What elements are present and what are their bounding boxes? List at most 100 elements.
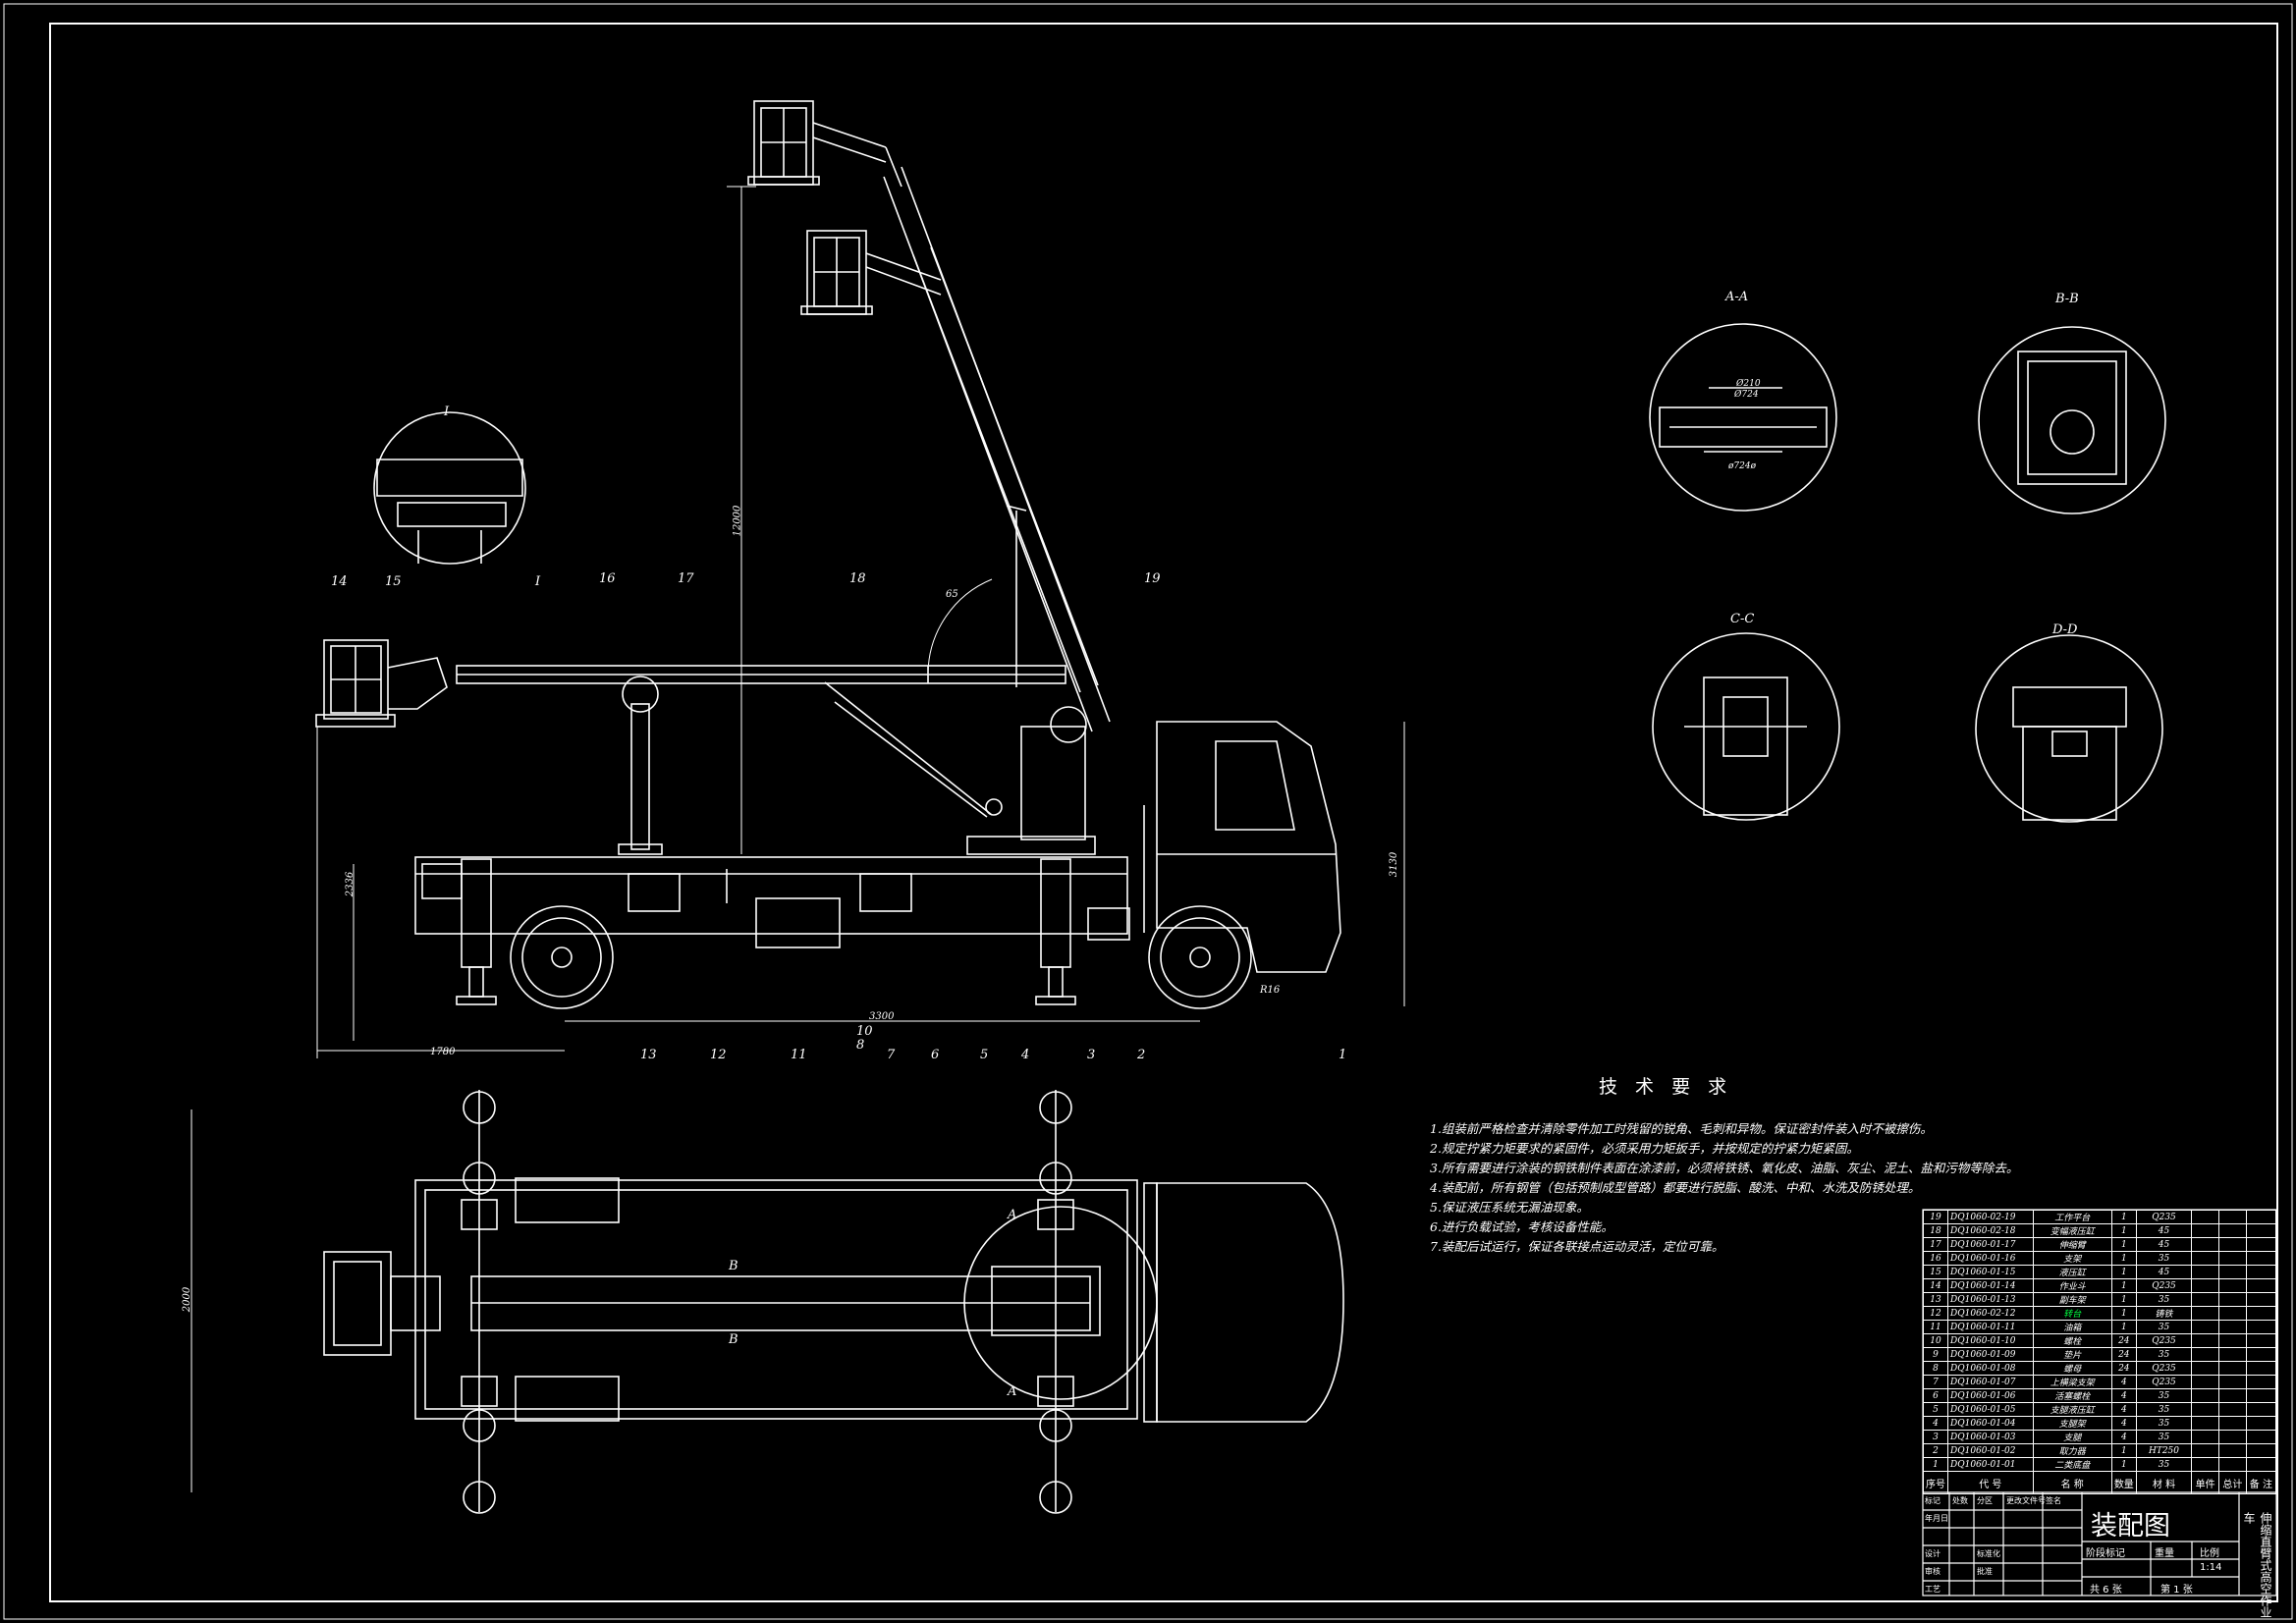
part-number: 8	[856, 1038, 865, 1053]
bom-cell-blank	[2217, 1237, 2247, 1252]
part-number: 12	[710, 1048, 727, 1062]
bom-cell-code: DQ1060-01-11	[1947, 1320, 2034, 1334]
bom-cell-mat: 铸铁	[2135, 1306, 2193, 1321]
bom-cell-name: 支架	[2032, 1251, 2112, 1266]
part-number: 14	[331, 574, 348, 589]
bom-cell-name: 变幅液压缸	[2032, 1223, 2112, 1238]
outer-frame	[3, 3, 2293, 1620]
section-d-d-label: D-D	[2052, 622, 2078, 637]
bom-cell-qty: 1	[2110, 1320, 2137, 1334]
bom-cell-qty: 1	[2110, 1457, 2137, 1472]
bom-cell-blank	[2245, 1278, 2277, 1293]
bom-cell-mat: 35	[2135, 1347, 2193, 1362]
bom-cell-name: 油箱	[2032, 1320, 2112, 1334]
part-number: 17	[678, 571, 694, 586]
bom-cell-no: 11	[1923, 1320, 1948, 1334]
dim-cab-height: 3130	[1389, 851, 1400, 878]
boom-support	[618, 676, 663, 855]
bom-cell-no: 14	[1923, 1278, 1948, 1293]
requirement-item: 7.装配后试运行，保证各联接点运动灵活，定位可靠。	[1430, 1239, 1724, 1254]
requirement-item: 3.所有需要进行涂装的钢铁制件表面在涂漆前，必须将铁锈、氧化皮、油脂、灰尘、泥土…	[1430, 1161, 2019, 1175]
bom-cell-blank	[2217, 1265, 2247, 1279]
basket-lowered	[315, 639, 448, 728]
bom-cell-qty: 1	[2110, 1278, 2137, 1293]
section-a-a-label: A-A	[1725, 290, 1749, 304]
bom-cell-name: 垫片	[2032, 1347, 2112, 1362]
bom-cell-code: DQ1060-02-18	[1947, 1223, 2034, 1238]
detail-i	[373, 411, 526, 565]
dim-bearing-base: ø724ø	[1728, 461, 1757, 471]
bom-cell-blank	[2191, 1361, 2219, 1376]
bom-cell-code: DQ1060-01-03	[1947, 1430, 2034, 1444]
inner-frame	[49, 23, 2278, 1602]
product-name: 伸缩直臂式高空作业车	[2242, 1512, 2272, 1618]
bom-cell-blank	[2245, 1292, 2277, 1307]
bom-cell-code: DQ1060-01-08	[1947, 1361, 2034, 1376]
title-block-role: 签名	[2046, 1496, 2061, 1505]
bom-cell-qty: 1	[2110, 1251, 2137, 1266]
bom-cell-mat: Q235	[2135, 1375, 2193, 1389]
bom-cell-mat: 35	[2135, 1430, 2193, 1444]
bom-cell-code: DQ1060-01-06	[1947, 1388, 2034, 1403]
plan-section-a: A	[1008, 1384, 1017, 1399]
bom-header-no: 序号	[1923, 1471, 1948, 1494]
bom-cell-no: 6	[1923, 1388, 1948, 1403]
bom-cell-blank	[2191, 1347, 2219, 1362]
part-number: 2	[1137, 1048, 1146, 1062]
bom-cell-blank	[2191, 1237, 2219, 1252]
bom-header-code: 代 号	[1947, 1471, 2034, 1494]
bom-cell-blank	[2217, 1375, 2247, 1389]
bom-cell-mat: 35	[2135, 1402, 2193, 1417]
part-number: 13	[640, 1048, 657, 1062]
raised-boom	[883, 166, 1111, 732]
bom-cell-mat: Q235	[2135, 1210, 2193, 1224]
part-number: 16	[599, 571, 616, 586]
outrigger-rear	[456, 858, 497, 1005]
bom-cell-no: 12	[1923, 1306, 1948, 1321]
part-number: 18	[849, 571, 866, 586]
bom-cell-no: 1	[1923, 1457, 1948, 1472]
bom-header-row: 序号代 号名 称数量材 料单件总计备 注	[1923, 1471, 2277, 1494]
bom-cell-qty: 4	[2110, 1416, 2137, 1431]
bom-cell-mat: 35	[2135, 1320, 2193, 1334]
bom-cell-mat: 45	[2135, 1265, 2193, 1279]
plan-section-a: A	[1008, 1208, 1017, 1222]
requirement-item: 5.保证液压系统无漏油现象。	[1430, 1200, 1589, 1215]
bom-cell-qty: 4	[2110, 1402, 2137, 1417]
bom-cell-mat: 45	[2135, 1237, 2193, 1252]
bom-cell-code: DQ1060-01-09	[1947, 1347, 2034, 1362]
bom-cell-code: DQ1060-01-16	[1947, 1251, 2034, 1266]
requirement-item: 1.组装前严格检查并清除零件加工时残留的锐角、毛刺和异物。保证密封件装入时不被擦…	[1430, 1121, 1933, 1136]
dim-bearing-inner: Ø210	[1736, 379, 1761, 389]
bom-cell-no: 7	[1923, 1375, 1948, 1389]
bom-cell-qty: 4	[2110, 1388, 2137, 1403]
bom-cell-blank	[2191, 1457, 2219, 1472]
bom-cell-code: DQ1060-01-02	[1947, 1443, 2034, 1458]
bom-cell-code: DQ1060-02-12	[1947, 1306, 2034, 1321]
bom-cell-no: 5	[1923, 1402, 1948, 1417]
dim-wheelbase: 3300	[869, 1011, 895, 1022]
bom-cell-no: 18	[1923, 1223, 1948, 1238]
bom-cell-blank	[2245, 1388, 2277, 1403]
bom-cell-qty: 1	[2110, 1223, 2137, 1238]
part-number: 7	[887, 1048, 896, 1062]
bom-cell-name: 支腿架	[2032, 1416, 2112, 1431]
bom-cell-code: DQ1060-02-19	[1947, 1210, 2034, 1224]
section-c-c	[1652, 632, 1840, 821]
scale-value: 1:14	[2200, 1562, 2222, 1573]
bom-cell-blank	[2191, 1251, 2219, 1266]
angle-arc	[927, 578, 993, 674]
bom-cell-code: DQ1060-01-01	[1947, 1457, 2034, 1472]
bom-cell-blank	[2245, 1210, 2277, 1224]
bom-cell-mat: 35	[2135, 1416, 2193, 1431]
bom-cell-blank	[2191, 1306, 2219, 1321]
bom-cell-blank	[2217, 1388, 2247, 1403]
